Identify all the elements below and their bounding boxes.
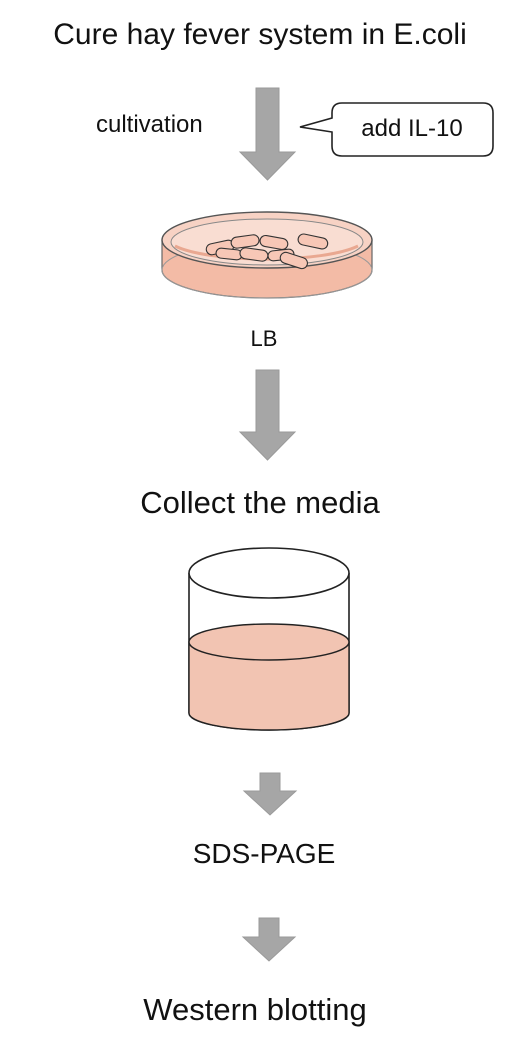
beaker-icon [188, 547, 350, 731]
diagram-title: Cure hay fever system in E.coli [53, 18, 467, 51]
arrow-down-icon [238, 87, 297, 181]
callout-label: add IL-10 [361, 115, 463, 142]
cultivation-label: cultivation [96, 111, 203, 138]
collect-media-label: Collect the media [140, 485, 380, 520]
ecoli-cell-icon [279, 251, 308, 270]
western-blotting-label: Western blotting [143, 992, 367, 1027]
speech-bubble-icon [299, 102, 494, 157]
ecoli-cell-icon [230, 234, 260, 249]
ecoli-cell-icon [297, 233, 329, 250]
plate-label: LB [250, 326, 278, 351]
arrow-down-icon [238, 369, 297, 461]
ecoli-cell-icon [215, 247, 243, 261]
arrow-down-icon [241, 917, 297, 962]
ecoli-cell-icon [259, 234, 289, 251]
arrow-down-icon [242, 772, 298, 816]
sds-page-label: SDS-PAGE [192, 838, 336, 869]
